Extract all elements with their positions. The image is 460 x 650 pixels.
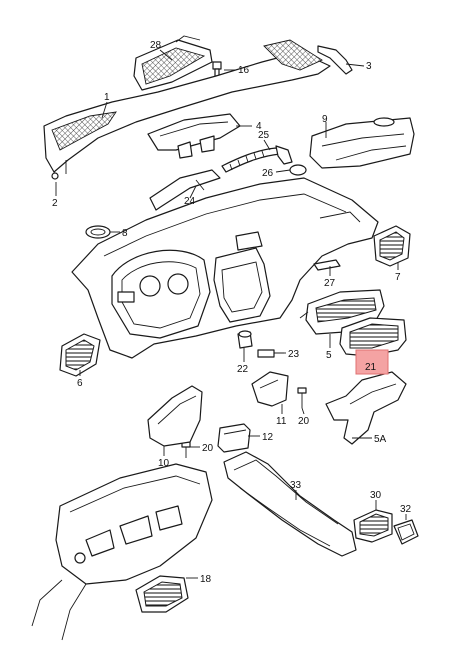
callout-7: 7 bbox=[395, 272, 401, 283]
callout-11: 11 bbox=[276, 416, 287, 427]
callout-28: 28 bbox=[150, 40, 162, 51]
callout-8: 8 bbox=[122, 228, 128, 239]
part-4-defrost-duct bbox=[147, 113, 241, 159]
part-20-screw-upper bbox=[297, 387, 307, 408]
part-20-screw-lower bbox=[181, 441, 191, 458]
callout-5: 5 bbox=[326, 350, 332, 361]
callout-18: 18 bbox=[200, 574, 212, 585]
callout-20-upper: 20 bbox=[298, 416, 310, 427]
part-11-bracket bbox=[251, 371, 289, 407]
callout-1: 1 bbox=[104, 92, 110, 103]
callout-30: 30 bbox=[370, 490, 382, 501]
callout-26: 26 bbox=[262, 168, 274, 179]
callout-27: 27 bbox=[324, 278, 336, 289]
callout-23: 23 bbox=[288, 349, 300, 360]
part-12-switch-housing bbox=[217, 423, 251, 453]
part-6-left-vent bbox=[59, 333, 101, 377]
part-1-plenum-cover bbox=[43, 39, 331, 180]
callout-21: 21 bbox=[365, 362, 377, 373]
callout-32: 32 bbox=[400, 504, 412, 515]
part-7-right-vent bbox=[373, 225, 411, 267]
leader-lines bbox=[55, 49, 407, 579]
part-27-slot-cover bbox=[313, 259, 341, 271]
part-23-screw bbox=[257, 349, 286, 358]
part-30-rear-vent bbox=[353, 509, 393, 543]
part-26-grommet bbox=[289, 164, 307, 176]
callout-3: 3 bbox=[366, 61, 372, 72]
callout-6: 6 bbox=[77, 378, 83, 389]
part-25-hose bbox=[221, 145, 307, 176]
part-21-center-vent bbox=[339, 317, 407, 357]
part-22-knob bbox=[237, 330, 253, 349]
part-28-cover-grille bbox=[133, 35, 213, 91]
callout-5a: 5A bbox=[374, 434, 387, 445]
callout-10: 10 bbox=[158, 458, 170, 469]
callout-33: 33 bbox=[290, 480, 302, 491]
part-10-side-cover bbox=[147, 385, 203, 447]
callout-9: 9 bbox=[322, 114, 328, 125]
part-8-speaker-grille bbox=[85, 225, 111, 239]
callout-labels: 28 16 1 2 3 4 9 25 26 24 8 7 27 6 5 21 2… bbox=[52, 40, 412, 585]
part-3-bracket bbox=[317, 45, 353, 75]
lower-body-panel bbox=[31, 463, 213, 641]
dashboard-panel bbox=[71, 177, 379, 359]
highlight-box-21 bbox=[355, 349, 389, 375]
callout-16: 16 bbox=[238, 65, 250, 76]
callout-4: 4 bbox=[256, 121, 262, 132]
callout-12: 12 bbox=[262, 432, 274, 443]
part-32-frame bbox=[393, 519, 419, 545]
callout-25: 25 bbox=[258, 130, 270, 141]
part-33-floor-duct bbox=[223, 451, 357, 557]
part-9-housing bbox=[309, 117, 415, 169]
part-5a-air-duct bbox=[325, 371, 407, 445]
part-16-clip bbox=[212, 61, 222, 77]
callout-2: 2 bbox=[52, 198, 58, 209]
callout-24: 24 bbox=[184, 196, 196, 207]
callout-22: 22 bbox=[237, 364, 249, 375]
callout-20-lower: 20 bbox=[202, 443, 214, 454]
part-18-lower-vent bbox=[135, 575, 189, 613]
part-24-duct bbox=[149, 169, 221, 211]
